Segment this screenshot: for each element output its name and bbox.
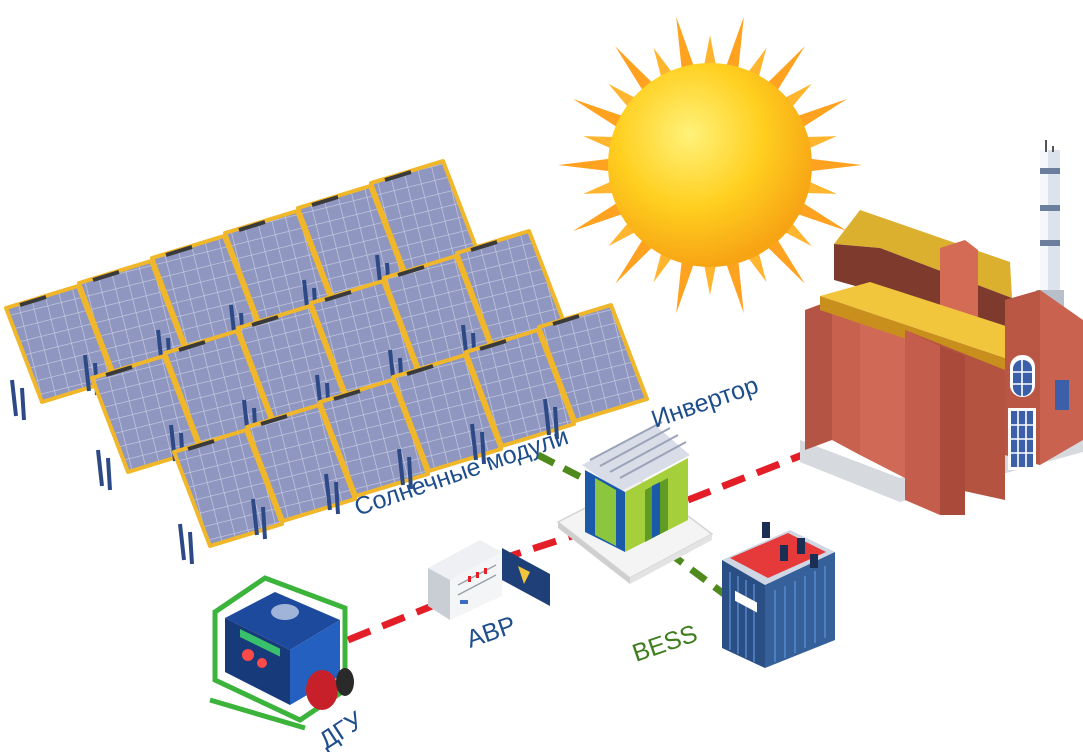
sun-ray [703,260,717,295]
label-bess: BESS [629,619,701,667]
link-inverter-bess [665,549,731,600]
label-dgu: ДГУ [314,706,368,752]
switchboard-icon [428,540,550,620]
sun-ray [583,136,619,151]
battery-icon [722,522,835,668]
sun-ray [793,200,847,231]
connection-lines [346,444,822,644]
solar-panel-icon [4,159,649,565]
sun-ray [703,35,717,70]
sun-ray [615,46,656,95]
label-inverter: Инвертор [648,371,762,434]
sun-ray [583,179,619,194]
link-solar-inverter [536,451,600,490]
sun-ray [724,16,744,74]
sun-ray [676,16,696,74]
sun-icon [558,16,862,314]
sun-ray [801,136,837,151]
link-dgu-avr [346,600,439,644]
sun-ray [724,256,744,314]
solar-panel [537,303,649,440]
sun-ray [573,99,627,130]
sun-ray [573,200,627,231]
sun-ray [764,235,805,284]
factory-icon [800,140,1083,515]
inverter-icon [556,421,714,584]
generator-icon [209,575,354,731]
sun-ray [615,235,656,284]
sun-ray [793,99,847,130]
link-inverter-factory [686,444,822,504]
sun-ray [805,158,862,172]
sun-ray [676,256,696,314]
label-avr: АВР [463,611,519,654]
sun-ray [764,46,805,95]
sun-ray [801,179,837,194]
sun-ray [558,158,615,172]
